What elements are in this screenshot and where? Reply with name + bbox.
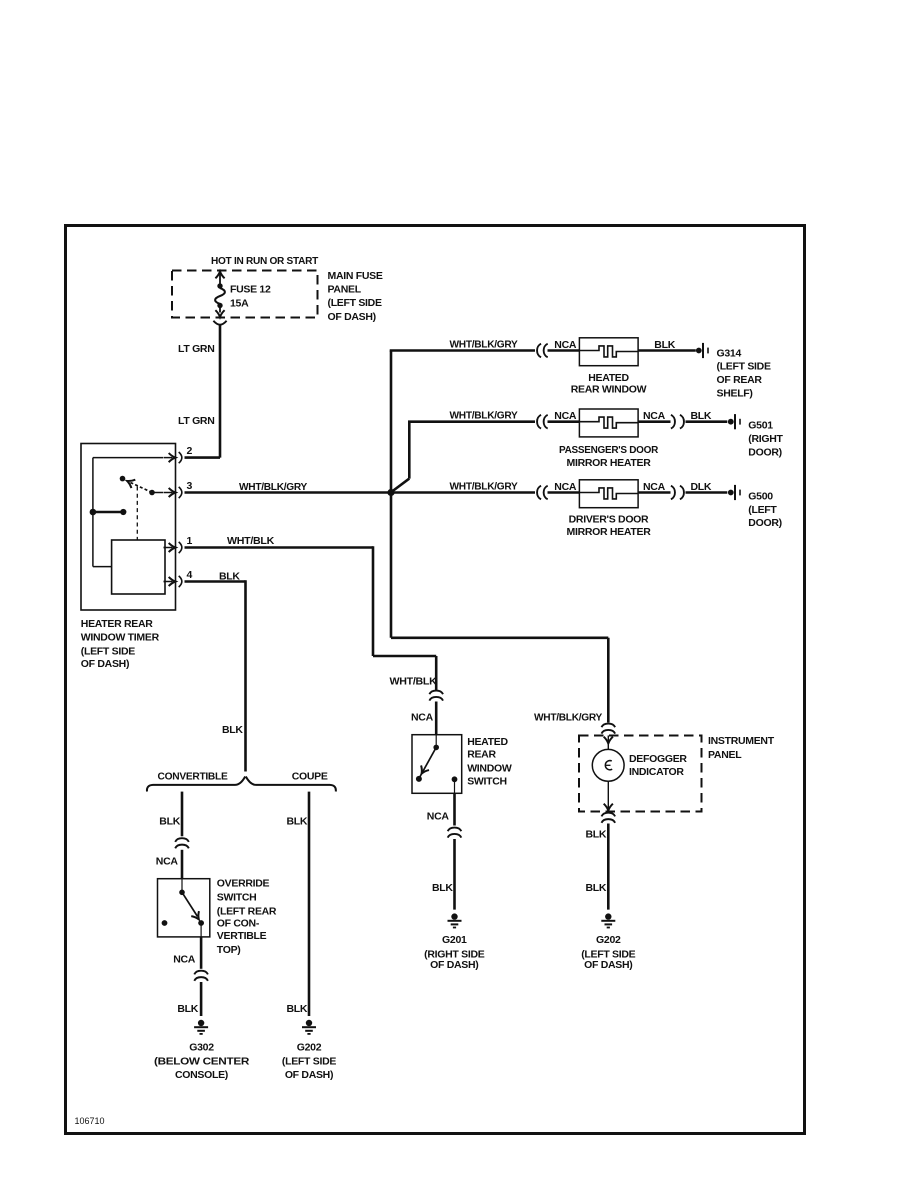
svg-text:REAR: REAR: [467, 749, 496, 761]
svg-text:4: 4: [187, 569, 193, 581]
svg-text:INDICATOR: INDICATOR: [629, 766, 684, 778]
svg-text:LT GRN: LT GRN: [178, 343, 215, 355]
svg-text:MIRROR HEATER: MIRROR HEATER: [567, 457, 652, 469]
svg-text:OF DASH): OF DASH): [285, 1069, 333, 1081]
svg-text:WHT/BLK/GRY: WHT/BLK/GRY: [450, 480, 518, 492]
svg-text:OF DASH): OF DASH): [328, 311, 376, 323]
svg-text:WINDOW TIMER: WINDOW TIMER: [81, 632, 160, 644]
svg-text:WHT/BLK/GRY: WHT/BLK/GRY: [450, 410, 518, 422]
svg-text:1: 1: [187, 535, 193, 547]
svg-text:INSTRUMENT: INSTRUMENT: [708, 735, 775, 747]
svg-text:OF DASH): OF DASH): [584, 959, 632, 971]
svg-text:G202: G202: [297, 1041, 322, 1053]
svg-text:SWITCH: SWITCH: [217, 892, 257, 904]
svg-text:G202: G202: [596, 934, 621, 946]
svg-text:PASSENGER'S DOOR: PASSENGER'S DOOR: [559, 444, 659, 456]
svg-text:G314: G314: [717, 347, 742, 359]
svg-text:DOOR): DOOR): [748, 517, 782, 529]
svg-text:G500: G500: [748, 490, 773, 502]
svg-text:SHELF): SHELF): [717, 388, 753, 400]
svg-text:BLK: BLK: [177, 1003, 198, 1015]
svg-text:MAIN FUSE: MAIN FUSE: [328, 270, 383, 282]
svg-text:BLK: BLK: [586, 829, 607, 841]
svg-text:BLK: BLK: [159, 816, 180, 828]
svg-text:(BELOW CENTER: (BELOW CENTER: [154, 1055, 250, 1067]
svg-text:CONSOLE): CONSOLE): [175, 1069, 228, 1081]
svg-text:COUPE: COUPE: [292, 770, 328, 782]
svg-text:BLK: BLK: [222, 724, 243, 736]
svg-text:G201: G201: [442, 934, 467, 946]
svg-text:OF CON-: OF CON-: [217, 918, 260, 930]
svg-text:MIRROR HEATER: MIRROR HEATER: [567, 526, 652, 538]
svg-text:TOP): TOP): [217, 944, 241, 956]
svg-text:OF DASH): OF DASH): [81, 658, 129, 670]
svg-text:OF DASH): OF DASH): [430, 959, 478, 971]
svg-text:HEATED: HEATED: [467, 736, 508, 748]
svg-text:WHT/BLK: WHT/BLK: [227, 535, 275, 547]
svg-text:DOOR): DOOR): [748, 446, 782, 458]
svg-text:(RIGHT SIDE: (RIGHT SIDE: [424, 948, 485, 960]
svg-text:(LEFT SIDE: (LEFT SIDE: [581, 948, 635, 960]
svg-text:(LEFT SIDE: (LEFT SIDE: [81, 645, 135, 657]
svg-text:NCA: NCA: [554, 481, 577, 493]
svg-text:BLK: BLK: [586, 882, 607, 894]
svg-text:HOT IN RUN OR START: HOT IN RUN OR START: [211, 255, 319, 267]
svg-text:(RIGHT: (RIGHT: [748, 433, 783, 445]
svg-text:DRIVER'S DOOR: DRIVER'S DOOR: [569, 514, 649, 526]
svg-text:PANEL: PANEL: [708, 749, 742, 761]
svg-text:NCA: NCA: [643, 481, 666, 493]
svg-text:OF REAR: OF REAR: [717, 374, 763, 386]
svg-text:3: 3: [187, 480, 193, 492]
svg-text:BLK: BLK: [287, 816, 308, 828]
svg-text:OVERRIDE: OVERRIDE: [217, 878, 270, 890]
svg-text:BLK: BLK: [287, 1003, 308, 1015]
svg-text:BLK: BLK: [691, 410, 712, 422]
svg-text:WHT/BLK/GRY: WHT/BLK/GRY: [239, 481, 307, 493]
svg-text:(LEFT SIDE: (LEFT SIDE: [717, 361, 771, 373]
svg-text:LT GRN: LT GRN: [178, 415, 215, 427]
svg-text:WINDOW: WINDOW: [467, 763, 512, 775]
svg-text:(LEFT SIDE: (LEFT SIDE: [328, 297, 382, 309]
svg-text:NCA: NCA: [554, 339, 577, 351]
svg-text:106710: 106710: [75, 1116, 105, 1126]
svg-text:NCA: NCA: [173, 954, 196, 966]
svg-text:(LEFT REAR: (LEFT REAR: [217, 906, 277, 918]
svg-text:BLK: BLK: [219, 571, 240, 583]
svg-text:HEATER REAR: HEATER REAR: [81, 618, 153, 630]
svg-text:WHT/BLK: WHT/BLK: [390, 675, 438, 687]
svg-text:15A: 15A: [230, 298, 249, 310]
svg-text:NCA: NCA: [427, 810, 450, 822]
svg-text:NCA: NCA: [643, 410, 666, 422]
svg-text:2: 2: [187, 445, 193, 457]
svg-text:BLK: BLK: [432, 882, 453, 894]
svg-text:G302: G302: [189, 1041, 214, 1053]
svg-text:DLK: DLK: [691, 481, 712, 493]
svg-text:NCA: NCA: [156, 856, 179, 868]
svg-text:PANEL: PANEL: [328, 284, 362, 296]
svg-text:G501: G501: [748, 420, 773, 432]
svg-text:NCA: NCA: [554, 410, 577, 422]
svg-text:WHT/BLK/GRY: WHT/BLK/GRY: [534, 712, 602, 724]
svg-text:FUSE 12: FUSE 12: [230, 284, 271, 296]
svg-text:HEATED: HEATED: [588, 372, 629, 384]
svg-text:WHT/BLK/GRY: WHT/BLK/GRY: [450, 338, 518, 350]
svg-text:BLK: BLK: [654, 339, 675, 351]
svg-text:DEFOGGER: DEFOGGER: [629, 753, 687, 765]
svg-text:VERTIBLE: VERTIBLE: [217, 930, 267, 942]
svg-text:NCA: NCA: [411, 712, 434, 724]
svg-text:REAR WINDOW: REAR WINDOW: [571, 384, 647, 396]
svg-text:(LEFT: (LEFT: [748, 504, 777, 516]
svg-text:CONVERTIBLE: CONVERTIBLE: [158, 770, 228, 782]
svg-text:(LEFT SIDE: (LEFT SIDE: [282, 1055, 336, 1067]
svg-text:SWITCH: SWITCH: [467, 775, 507, 787]
